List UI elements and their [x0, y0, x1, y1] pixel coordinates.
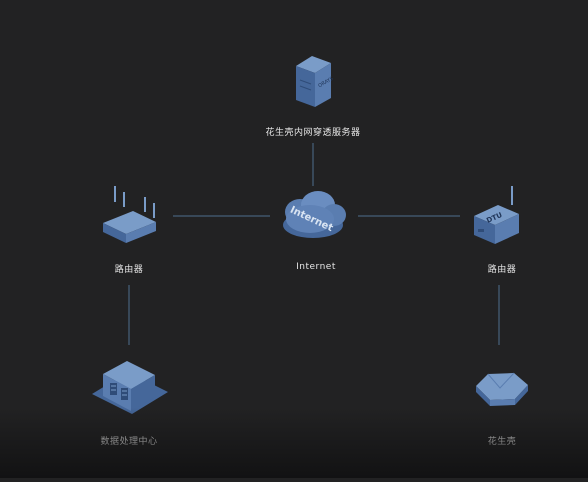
router-left-label: 路由器	[114, 265, 144, 275]
data-center-label: 数据处理中心	[100, 437, 158, 447]
server-icon: ORAYS	[296, 56, 335, 107]
router-right-icon: DTU	[474, 186, 519, 244]
router-left-icon	[103, 186, 156, 243]
cloud-label: Internet	[296, 262, 336, 272]
oray-box-label: 花生壳	[487, 437, 517, 447]
cloud-icon: Internet	[283, 191, 346, 238]
oray-box-icon	[476, 372, 528, 406]
data-center-icon	[92, 361, 168, 414]
router-right-label: 路由器	[487, 265, 517, 275]
server-label: 花生壳内网穿透服务器	[265, 128, 361, 138]
